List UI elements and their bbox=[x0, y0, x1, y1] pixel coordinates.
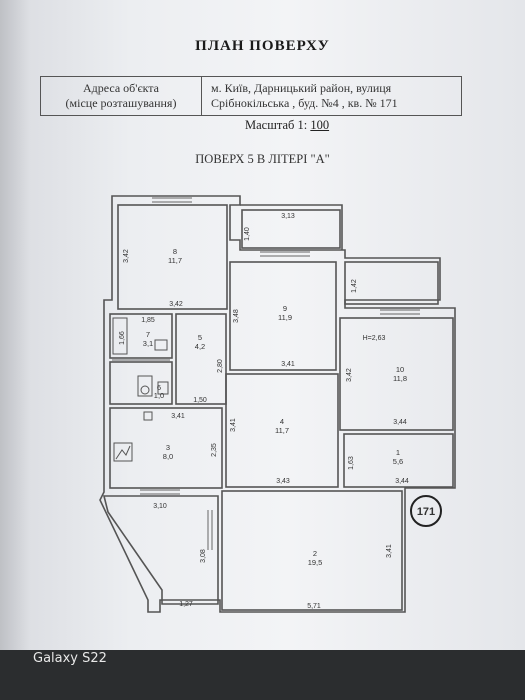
dim-3-44-b: 3,44 bbox=[395, 478, 409, 485]
dim-1-63: 1,63 bbox=[348, 456, 355, 470]
plan-walls bbox=[99, 195, 456, 613]
room-7-number: 7 bbox=[146, 330, 150, 339]
dimension-labels: 3,13 1,40 3,42 1,42 3,42 3,48 1,85 1,66 … bbox=[119, 213, 409, 610]
dim-3-42-b: 3,42 bbox=[169, 301, 183, 308]
room-8-number: 8 bbox=[173, 247, 177, 256]
dim-3-44-a: 3,44 bbox=[393, 419, 407, 426]
toilet-icon bbox=[137, 375, 153, 397]
dim-3-41-c: 3,41 bbox=[230, 418, 237, 432]
dim-3-41-d: 3,41 bbox=[386, 544, 393, 558]
dim-3-41-a: 3,41 bbox=[281, 361, 295, 368]
dim-3-42-a: 3,42 bbox=[123, 249, 130, 263]
address-value-cell: м. Київ, Дарницький район, вулиця Срібно… bbox=[211, 77, 456, 115]
dim-5-71: 5,71 bbox=[307, 603, 321, 610]
dim-1-40: 1,40 bbox=[244, 227, 251, 241]
dim-3-10: 3,10 bbox=[153, 503, 167, 510]
dim-1-50: 1,50 bbox=[193, 397, 207, 404]
room-4-area: 11,7 bbox=[275, 426, 289, 435]
room-8-area: 11,7 bbox=[168, 256, 182, 265]
dim-1-27: 1,27 bbox=[179, 601, 193, 608]
scale-value: 100 bbox=[310, 118, 330, 132]
room-1-area: 5,6 bbox=[393, 457, 403, 466]
address-value-line-1: м. Київ, Дарницький район, вулиця bbox=[211, 81, 392, 95]
room-9-area: 11,9 bbox=[278, 313, 292, 322]
page-title: ПЛАН ПОВЕРХУ bbox=[195, 38, 330, 54]
room-10-area: 11,8 bbox=[393, 374, 407, 383]
scale-line: Масштаб 1: 100 bbox=[245, 118, 329, 133]
stove-icon bbox=[143, 411, 153, 421]
room-3-area: 8,0 bbox=[163, 452, 173, 461]
sink-icon bbox=[154, 339, 168, 351]
address-label-cell: Адреса об'єкта (місце розташування) bbox=[41, 77, 202, 115]
address-label-line-1: Адреса об'єкта bbox=[82, 81, 159, 95]
floor-title: ПОВЕРХ 5 В ЛІТЕРІ "А" bbox=[195, 152, 330, 166]
scale-label: Масштаб 1: bbox=[245, 118, 308, 132]
camera-watermark: Galaxy S22 bbox=[33, 651, 107, 666]
dim-3-43: 3,43 bbox=[276, 478, 290, 485]
room-3-number: 3 bbox=[166, 443, 170, 452]
room-1-number: 1 bbox=[396, 448, 400, 457]
document-page: ПЛАН ПОВЕРХУ Адреса об'єкта (місце розта… bbox=[0, 0, 525, 650]
room-9-number: 9 bbox=[283, 304, 287, 313]
dim-2-80: 2,80 bbox=[217, 359, 224, 373]
dim-1-42: 1,42 bbox=[351, 279, 358, 293]
room-6-area: 1,0 bbox=[154, 391, 164, 400]
room-2-area: 19,5 bbox=[308, 558, 323, 567]
apartment-number-circle bbox=[410, 495, 442, 527]
room-10-number: 10 bbox=[396, 365, 404, 374]
room-7-area: 3,1 bbox=[143, 339, 153, 348]
floor-plan: 8 11,7 9 11,9 7 3,1 5 4,2 6 1,0 10 11,8 … bbox=[99, 195, 456, 613]
dim-h-2-63: H=2,63 bbox=[363, 335, 386, 342]
room-2-number: 2 bbox=[313, 549, 317, 558]
room-5-number: 5 bbox=[198, 333, 202, 342]
bathtub-icon bbox=[112, 317, 128, 355]
dim-3-13: 3,13 bbox=[281, 213, 295, 220]
address-value-line-2: Срібнокільська , буд. №4 , кв. № 171 bbox=[211, 96, 398, 110]
plan-windows bbox=[112, 197, 420, 550]
address-label-line-2: (місце розташування) bbox=[65, 96, 177, 110]
dim-3-42-c: 3,42 bbox=[346, 368, 353, 382]
dim-1-66: 1,66 bbox=[119, 331, 126, 345]
room-6-number: 6 bbox=[157, 383, 161, 392]
room-4-number: 4 bbox=[280, 417, 284, 426]
dim-3-41-b: 3,41 bbox=[171, 413, 185, 420]
address-table: Адреса об'єкта (місце розташування) м. К… bbox=[40, 76, 462, 116]
dim-3-08: 3,08 bbox=[200, 549, 207, 563]
dim-3-48: 3,48 bbox=[233, 309, 240, 323]
plan-fixtures bbox=[112, 317, 169, 462]
dim-2-35: 2,35 bbox=[211, 443, 218, 457]
dim-1-85: 1,85 bbox=[141, 317, 155, 324]
apartment-number: 171 bbox=[417, 506, 435, 518]
room-5-area: 4,2 bbox=[195, 342, 205, 351]
stairs-icon bbox=[113, 442, 133, 462]
room-labels: 8 11,7 9 11,9 7 3,1 5 4,2 6 1,0 10 11,8 … bbox=[143, 247, 407, 567]
